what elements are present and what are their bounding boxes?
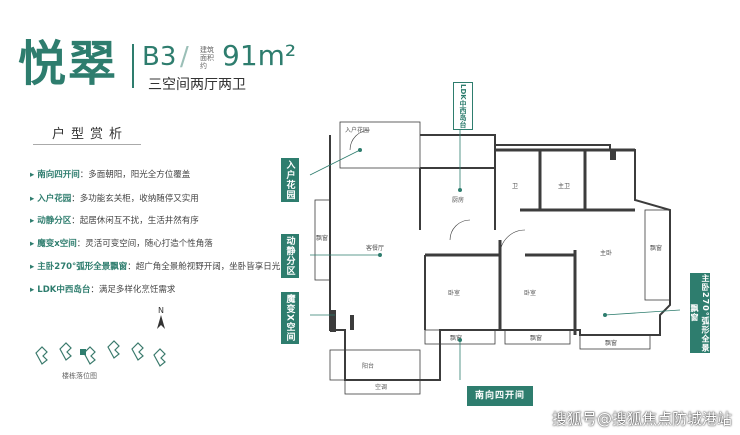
room-label: 飘窗 — [650, 244, 662, 252]
room-label: 客餐厅 — [366, 244, 384, 252]
compass-icon: N — [157, 306, 165, 329]
project-title: 悦翠 — [18, 36, 119, 92]
room-label: 阳台 — [362, 362, 374, 370]
feature-item: ▸入户花园：多功能玄关柜，收纳随停又实用 — [30, 194, 199, 204]
room-label: 卫 — [512, 183, 518, 190]
building-caption: 楼栋落位图 — [62, 372, 97, 380]
watermark: 搜狐号@搜狐焦点防城港站 — [552, 410, 733, 428]
room-label: 卧室 — [524, 289, 536, 297]
section-divider — [33, 144, 141, 145]
section-title: 户型赏析 — [52, 127, 129, 142]
tag-zoning: 动静分区 — [281, 234, 299, 278]
area-caption: 建筑面积约 — [200, 46, 214, 70]
tag-south-facing: 南向四开间 — [467, 386, 533, 406]
room-label: 空调 — [375, 383, 387, 391]
room-label: 飘窗 — [450, 334, 462, 342]
tag-master-window: 主卧270°弧形全景飘窗 — [690, 273, 710, 353]
feature-item: ▸LDK中西岛台：满足多样化烹饪需求 — [30, 285, 176, 295]
room-label: 主卧 — [600, 249, 612, 257]
room-label: 主卫 — [558, 182, 570, 190]
title-divider — [132, 44, 134, 88]
feature-item: ▸主卧270°弧形全景飘窗：超广角全景舱视野开阔，坐卧皆享日光 — [30, 262, 281, 272]
compass-letter: N — [158, 306, 164, 315]
slash-divider: / — [180, 42, 189, 72]
tag-ldk-island: LDK中西岛台 — [453, 82, 473, 130]
room-label: 飘窗 — [605, 339, 617, 347]
tag-magic-space: 魔变X空间 — [281, 292, 299, 344]
feature-item: ▸动静分区：起居休闲互不扰，生活井然有序 — [30, 216, 199, 226]
feature-item: ▸南向四开间：多面朝阳，阳光全方位覆盖 — [30, 170, 191, 180]
room-label: 入户花园 — [345, 126, 369, 134]
building-location-map — [35, 340, 166, 367]
unit-subtitle: 三空间两厅两卫 — [148, 77, 246, 93]
floor-plan: 入户花园 厨房 卫 主卫 客餐厅 飘窗 卧室 卧室 主卧 飘窗 飘窗 飘窗 飘窗… — [309, 121, 681, 395]
feature-item: ▸魔变x空间：灵活可变空间，随心打造个性角落 — [30, 239, 213, 249]
unit-area: 91m² — [222, 39, 297, 72]
room-label: 飘窗 — [316, 234, 328, 242]
tag-entry-garden: 入户花园 — [281, 158, 299, 202]
room-label: 卧室 — [448, 289, 460, 297]
room-label: 厨房 — [452, 196, 464, 204]
unit-type-code: B3 — [142, 42, 177, 72]
room-label: 飘窗 — [530, 334, 542, 342]
